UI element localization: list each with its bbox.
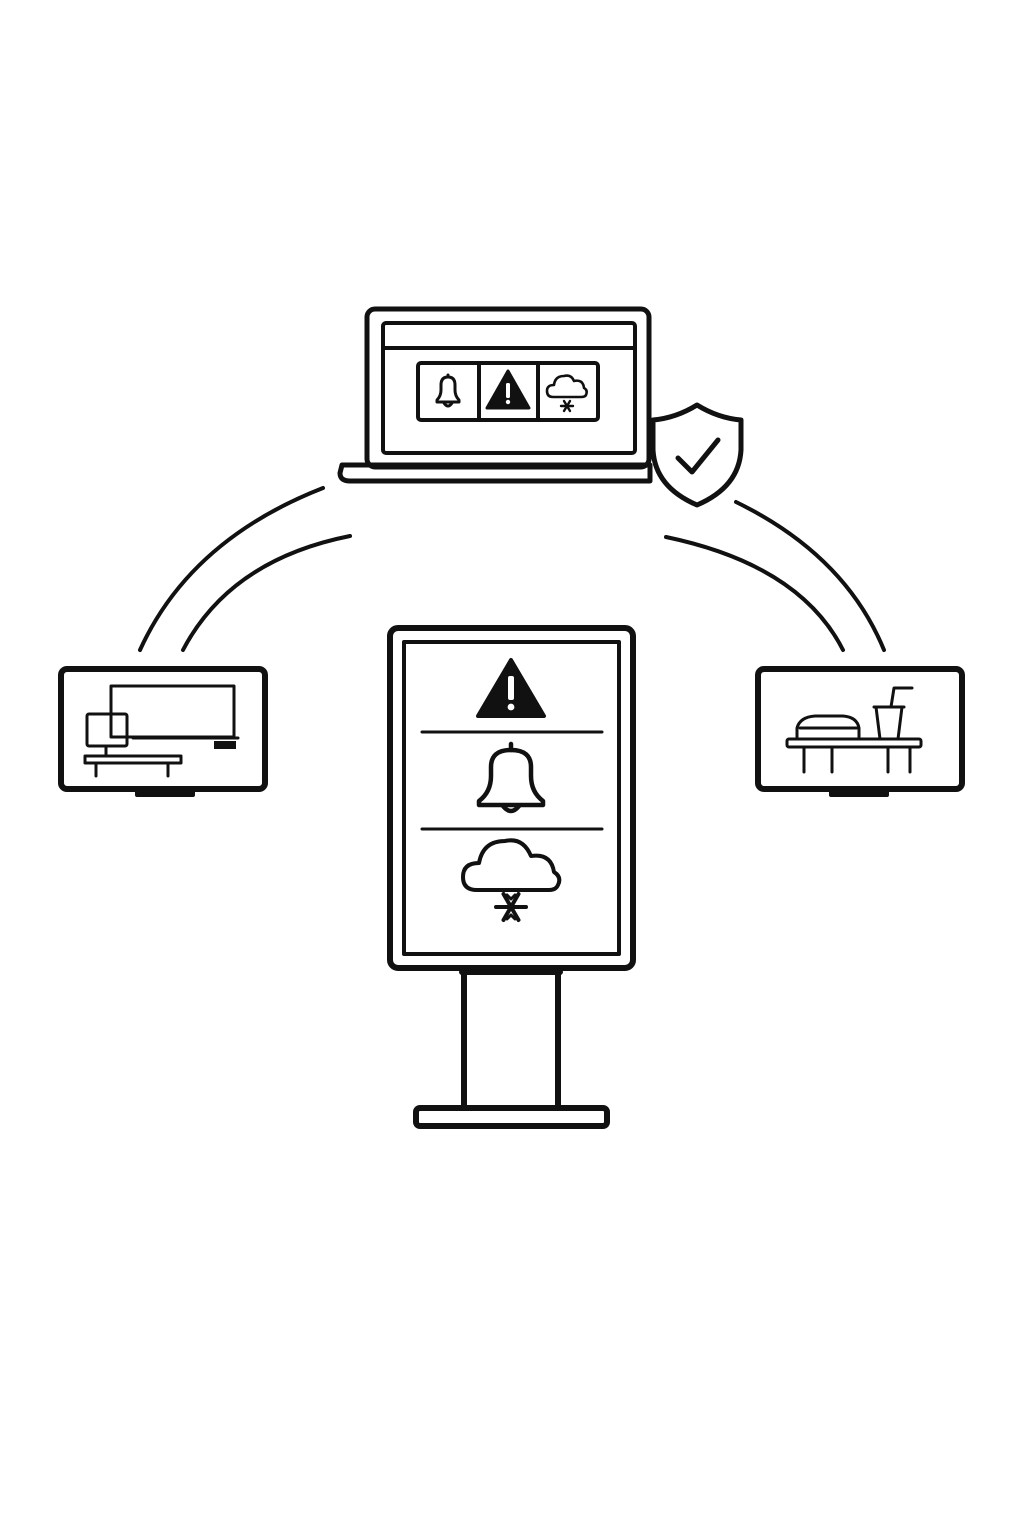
shield-check-icon [650,402,744,508]
kiosk-frame [387,625,636,971]
arc-laptop-right-outer [734,500,886,652]
arc-laptop-left-inner [181,534,352,652]
right-display-stand [829,786,889,797]
laptop-screen [381,321,637,455]
laptop-alert-panel [416,361,600,422]
food-court-table-icon [785,686,923,774]
kiosk-pole [461,969,561,1111]
arc-laptop-right-inner [664,535,845,652]
kiosk-base [413,1105,610,1129]
snow-cloud-icon [461,838,562,922]
warning-icon [476,658,546,718]
arc-laptop-left-outer [138,486,325,652]
laptop [337,306,653,484]
bell-icon [435,373,461,408]
left-display-stand [135,786,195,797]
laptop-base [337,462,653,484]
bell-icon [476,741,546,814]
right-display [755,666,965,797]
kiosk-screen [402,640,621,956]
laptop-alert-strip [416,361,600,422]
left-display [58,666,268,797]
snow-cloud-icon [545,374,588,413]
workstation-desk-icon [83,684,240,778]
warning-icon [485,369,531,410]
connections [138,486,886,652]
alert-kiosk [387,625,636,1129]
laptop-trackpad-notch [478,463,544,469]
